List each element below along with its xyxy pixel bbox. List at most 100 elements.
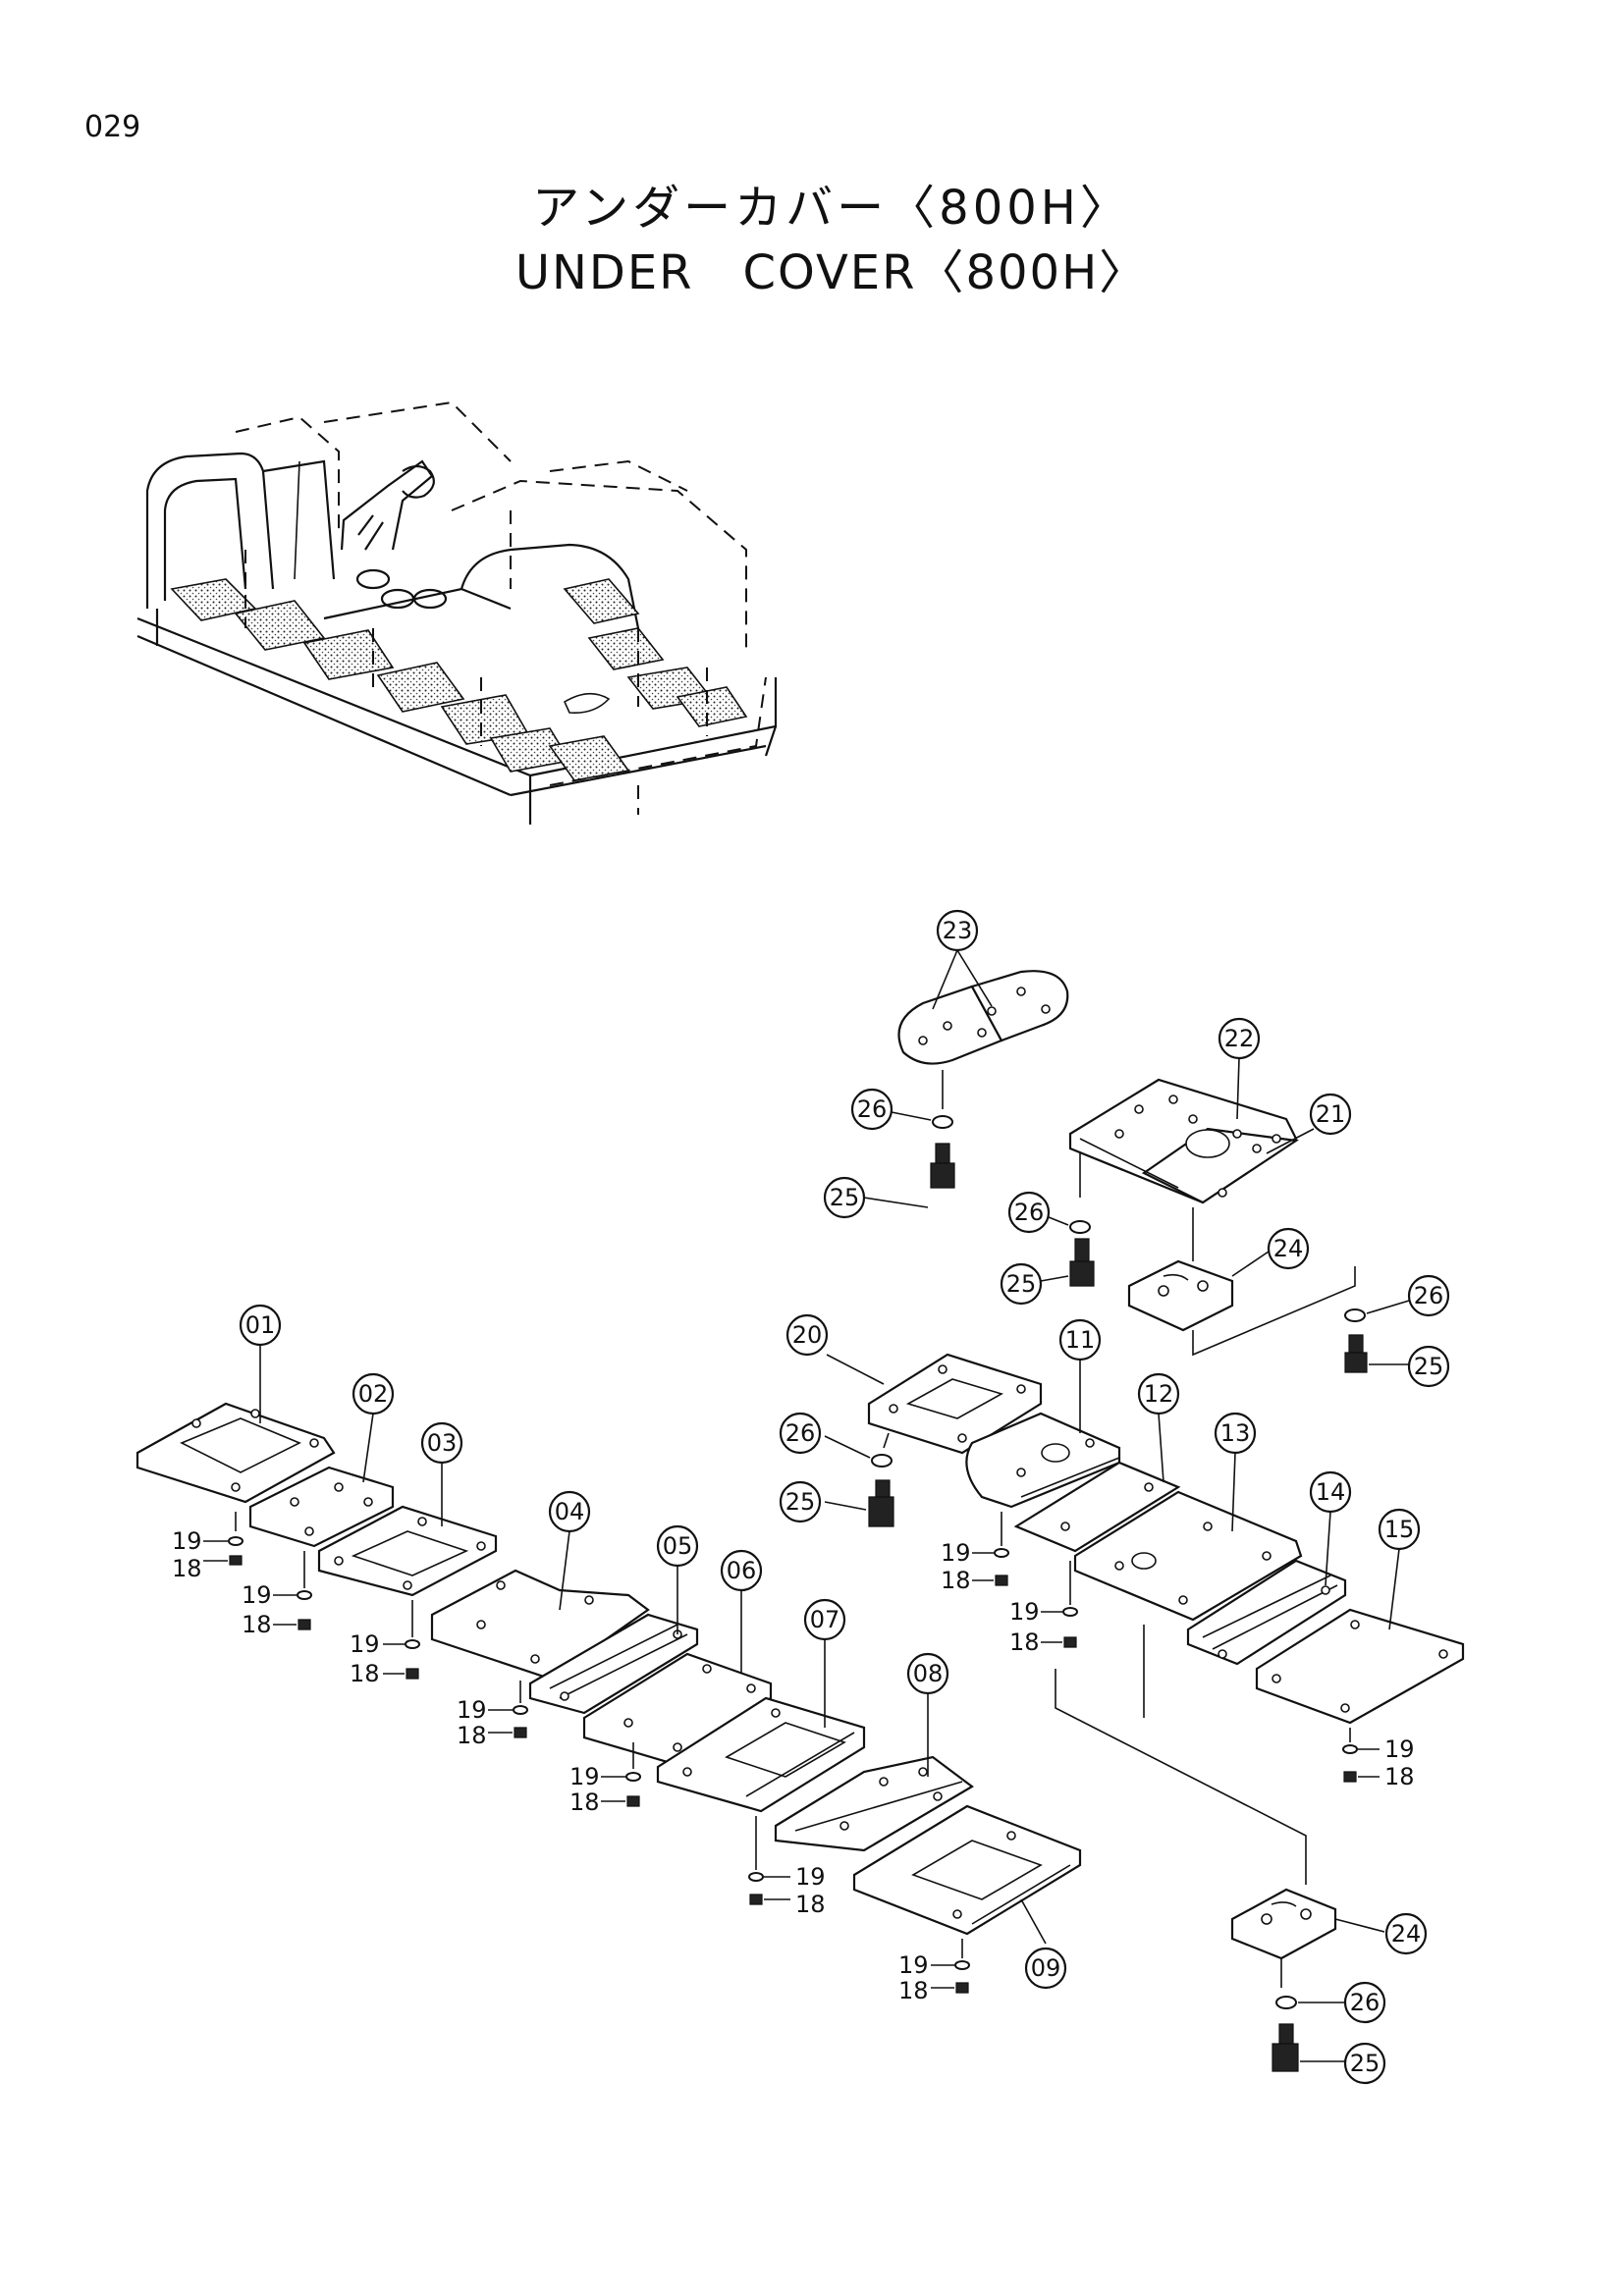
fastener-label-19-d: 19 [457, 1696, 487, 1724]
svg-text:26: 26 [1350, 1989, 1380, 2016]
fastener-label-19-b: 19 [242, 1581, 272, 1609]
fastener-label-19-g: 19 [898, 1951, 929, 1979]
fastener-label-19-f: 19 [795, 1863, 826, 1891]
svg-text:19: 19 [795, 1863, 826, 1891]
callout-26-a: 26 [850, 1088, 893, 1131]
fastener-label-18-a: 18 [172, 1555, 202, 1582]
callout-15: 15 [1378, 1508, 1421, 1551]
callout-07: 07 [803, 1598, 846, 1641]
svg-text:05: 05 [663, 1532, 693, 1560]
callout-11: 11 [1058, 1318, 1102, 1362]
fastener-label-18-h: 18 [941, 1567, 971, 1594]
svg-text:19: 19 [350, 1630, 380, 1658]
callout-06: 06 [720, 1549, 763, 1592]
callout-23: 23 [936, 909, 979, 952]
svg-text:18: 18 [898, 1977, 929, 2004]
fastener-label-18-b: 18 [242, 1611, 272, 1638]
svg-text:02: 02 [358, 1380, 389, 1408]
callout-20: 20 [785, 1313, 829, 1357]
svg-text:25: 25 [1350, 2050, 1380, 2077]
upper-right-assembly [897, 970, 1356, 1357]
svg-text:24: 24 [1391, 1920, 1422, 1948]
fastener-set-right [972, 1512, 1380, 1783]
callout-24-lower: 24 [1384, 1912, 1428, 1955]
svg-text:18: 18 [242, 1611, 272, 1638]
svg-text:18: 18 [941, 1567, 971, 1594]
svg-text:03: 03 [427, 1429, 458, 1457]
svg-text:19: 19 [172, 1527, 202, 1555]
svg-text:18: 18 [569, 1789, 600, 1816]
callout-03: 03 [420, 1421, 463, 1465]
svg-text:20: 20 [792, 1321, 823, 1349]
svg-text:06: 06 [727, 1557, 757, 1584]
callout-24-upper: 24 [1267, 1227, 1310, 1270]
svg-text:15: 15 [1384, 1516, 1415, 1543]
page-number: 029 [84, 110, 141, 144]
svg-text:12: 12 [1144, 1380, 1174, 1408]
callout-05: 05 [656, 1524, 699, 1568]
svg-text:19: 19 [898, 1951, 929, 1979]
svg-text:01: 01 [245, 1311, 276, 1339]
callout-12: 12 [1137, 1372, 1180, 1415]
callout-22: 22 [1218, 1017, 1261, 1060]
callout-04: 04 [548, 1490, 591, 1533]
svg-text:19: 19 [242, 1581, 272, 1609]
svg-text:26: 26 [785, 1419, 816, 1447]
svg-text:25: 25 [1006, 1270, 1037, 1298]
svg-text:07: 07 [810, 1606, 840, 1633]
callout-25-e: 25 [1343, 2042, 1386, 2085]
svg-text:26: 26 [1014, 1199, 1045, 1226]
fastener-label-18-e: 18 [569, 1789, 600, 1816]
fastener-label-19-c: 19 [350, 1630, 380, 1658]
svg-text:14: 14 [1316, 1478, 1346, 1506]
svg-text:22: 22 [1224, 1025, 1255, 1052]
svg-text:18: 18 [172, 1555, 202, 1582]
fastener-label-18-i: 18 [1009, 1629, 1040, 1656]
title-english: UNDER COVER〈800H〉 [514, 245, 1149, 300]
callout-25-d: 25 [779, 1480, 822, 1523]
svg-text:19: 19 [457, 1696, 487, 1724]
svg-text:19: 19 [941, 1539, 971, 1567]
fastener-label-18-f: 18 [795, 1891, 826, 1918]
callout-14: 14 [1309, 1470, 1352, 1514]
callout-01: 01 [239, 1304, 282, 1347]
svg-text:21: 21 [1316, 1100, 1346, 1128]
svg-text:09: 09 [1031, 1954, 1061, 1982]
callout-26-d: 26 [779, 1412, 822, 1455]
svg-text:19: 19 [569, 1763, 600, 1790]
svg-text:25: 25 [830, 1184, 860, 1211]
callout-13: 13 [1214, 1412, 1257, 1455]
svg-text:18: 18 [457, 1722, 487, 1749]
svg-text:18: 18 [350, 1660, 380, 1687]
svg-text:08: 08 [913, 1660, 944, 1687]
fastener-label-18-d: 18 [457, 1722, 487, 1749]
svg-text:24: 24 [1273, 1235, 1304, 1262]
svg-text:25: 25 [1414, 1353, 1444, 1380]
callout-25-b: 25 [1000, 1262, 1043, 1306]
fastener-label-19-h: 19 [941, 1539, 971, 1567]
title-japanese: アンダーカバー〈800H〉 [532, 181, 1131, 236]
callout-26-b: 26 [1007, 1191, 1051, 1234]
callout-08: 08 [906, 1652, 949, 1695]
left-plate-chain [135, 1402, 1082, 1936]
svg-text:23: 23 [943, 917, 973, 944]
fastener-label-19-e: 19 [569, 1763, 600, 1790]
svg-text:11: 11 [1065, 1326, 1096, 1354]
svg-text:18: 18 [1384, 1763, 1415, 1790]
machine-overview-illustration [136, 400, 778, 825]
fastener-set-left [203, 1512, 970, 1994]
right-plate-chain [867, 1353, 1465, 1988]
callout-25-c: 25 [1407, 1345, 1450, 1388]
svg-text:26: 26 [1414, 1282, 1444, 1309]
fastener-set-25-26 [824, 1111, 1410, 2072]
svg-text:19: 19 [1384, 1735, 1415, 1763]
svg-text:13: 13 [1220, 1419, 1251, 1447]
leader-lines [259, 949, 1400, 1945]
svg-text:04: 04 [555, 1498, 585, 1525]
fastener-label-18-j: 18 [1384, 1763, 1415, 1790]
fastener-label-19-i: 19 [1009, 1598, 1040, 1626]
callout-21: 21 [1309, 1093, 1352, 1136]
fastener-label-19-a: 19 [172, 1527, 202, 1555]
callout-09: 09 [1024, 1947, 1067, 1990]
